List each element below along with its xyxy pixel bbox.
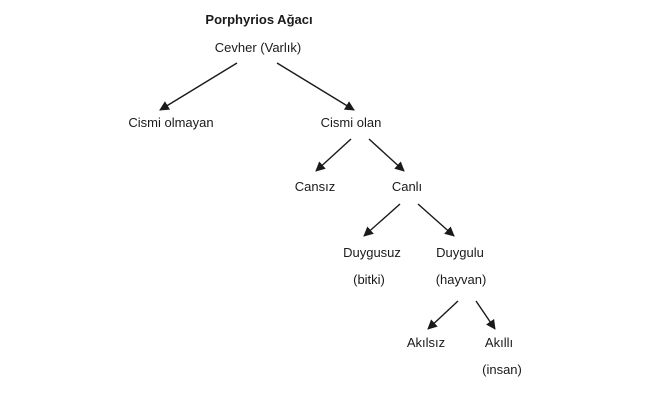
- node-rational-note: (insan): [482, 362, 522, 377]
- diagram-title: Porphyrios Ağacı: [205, 12, 313, 27]
- edge-corporeal-to-animate: [368, 138, 405, 172]
- node-insensible: Duygusuz: [343, 245, 401, 260]
- edge-root-to-incorporeal: [159, 62, 238, 111]
- node-corporeal: Cismi olan: [320, 115, 382, 130]
- node-insensible-note: (bitki): [353, 272, 385, 287]
- edge-corporeal-to-inanimate: [315, 138, 352, 172]
- node-animate: Canlı: [391, 179, 423, 194]
- edge-root-to-corporeal: [276, 62, 355, 111]
- node-rational: Akıllı: [484, 335, 514, 350]
- node-inanimate: Cansız: [294, 179, 336, 194]
- node-root: Cevher (Varlık): [214, 40, 302, 55]
- edge-sensible-to-rational: [475, 300, 496, 330]
- edge-animate-to-sensible: [417, 203, 455, 237]
- node-sensible: Duygulu: [436, 245, 484, 260]
- node-irrational: Akılsız: [406, 335, 446, 350]
- node-sensible-note: (hayvan): [435, 272, 487, 287]
- edge-sensible-to-irrational: [427, 300, 459, 330]
- node-incorporeal: Cismi olmayan: [128, 115, 214, 130]
- edge-animate-to-insensible: [363, 203, 401, 237]
